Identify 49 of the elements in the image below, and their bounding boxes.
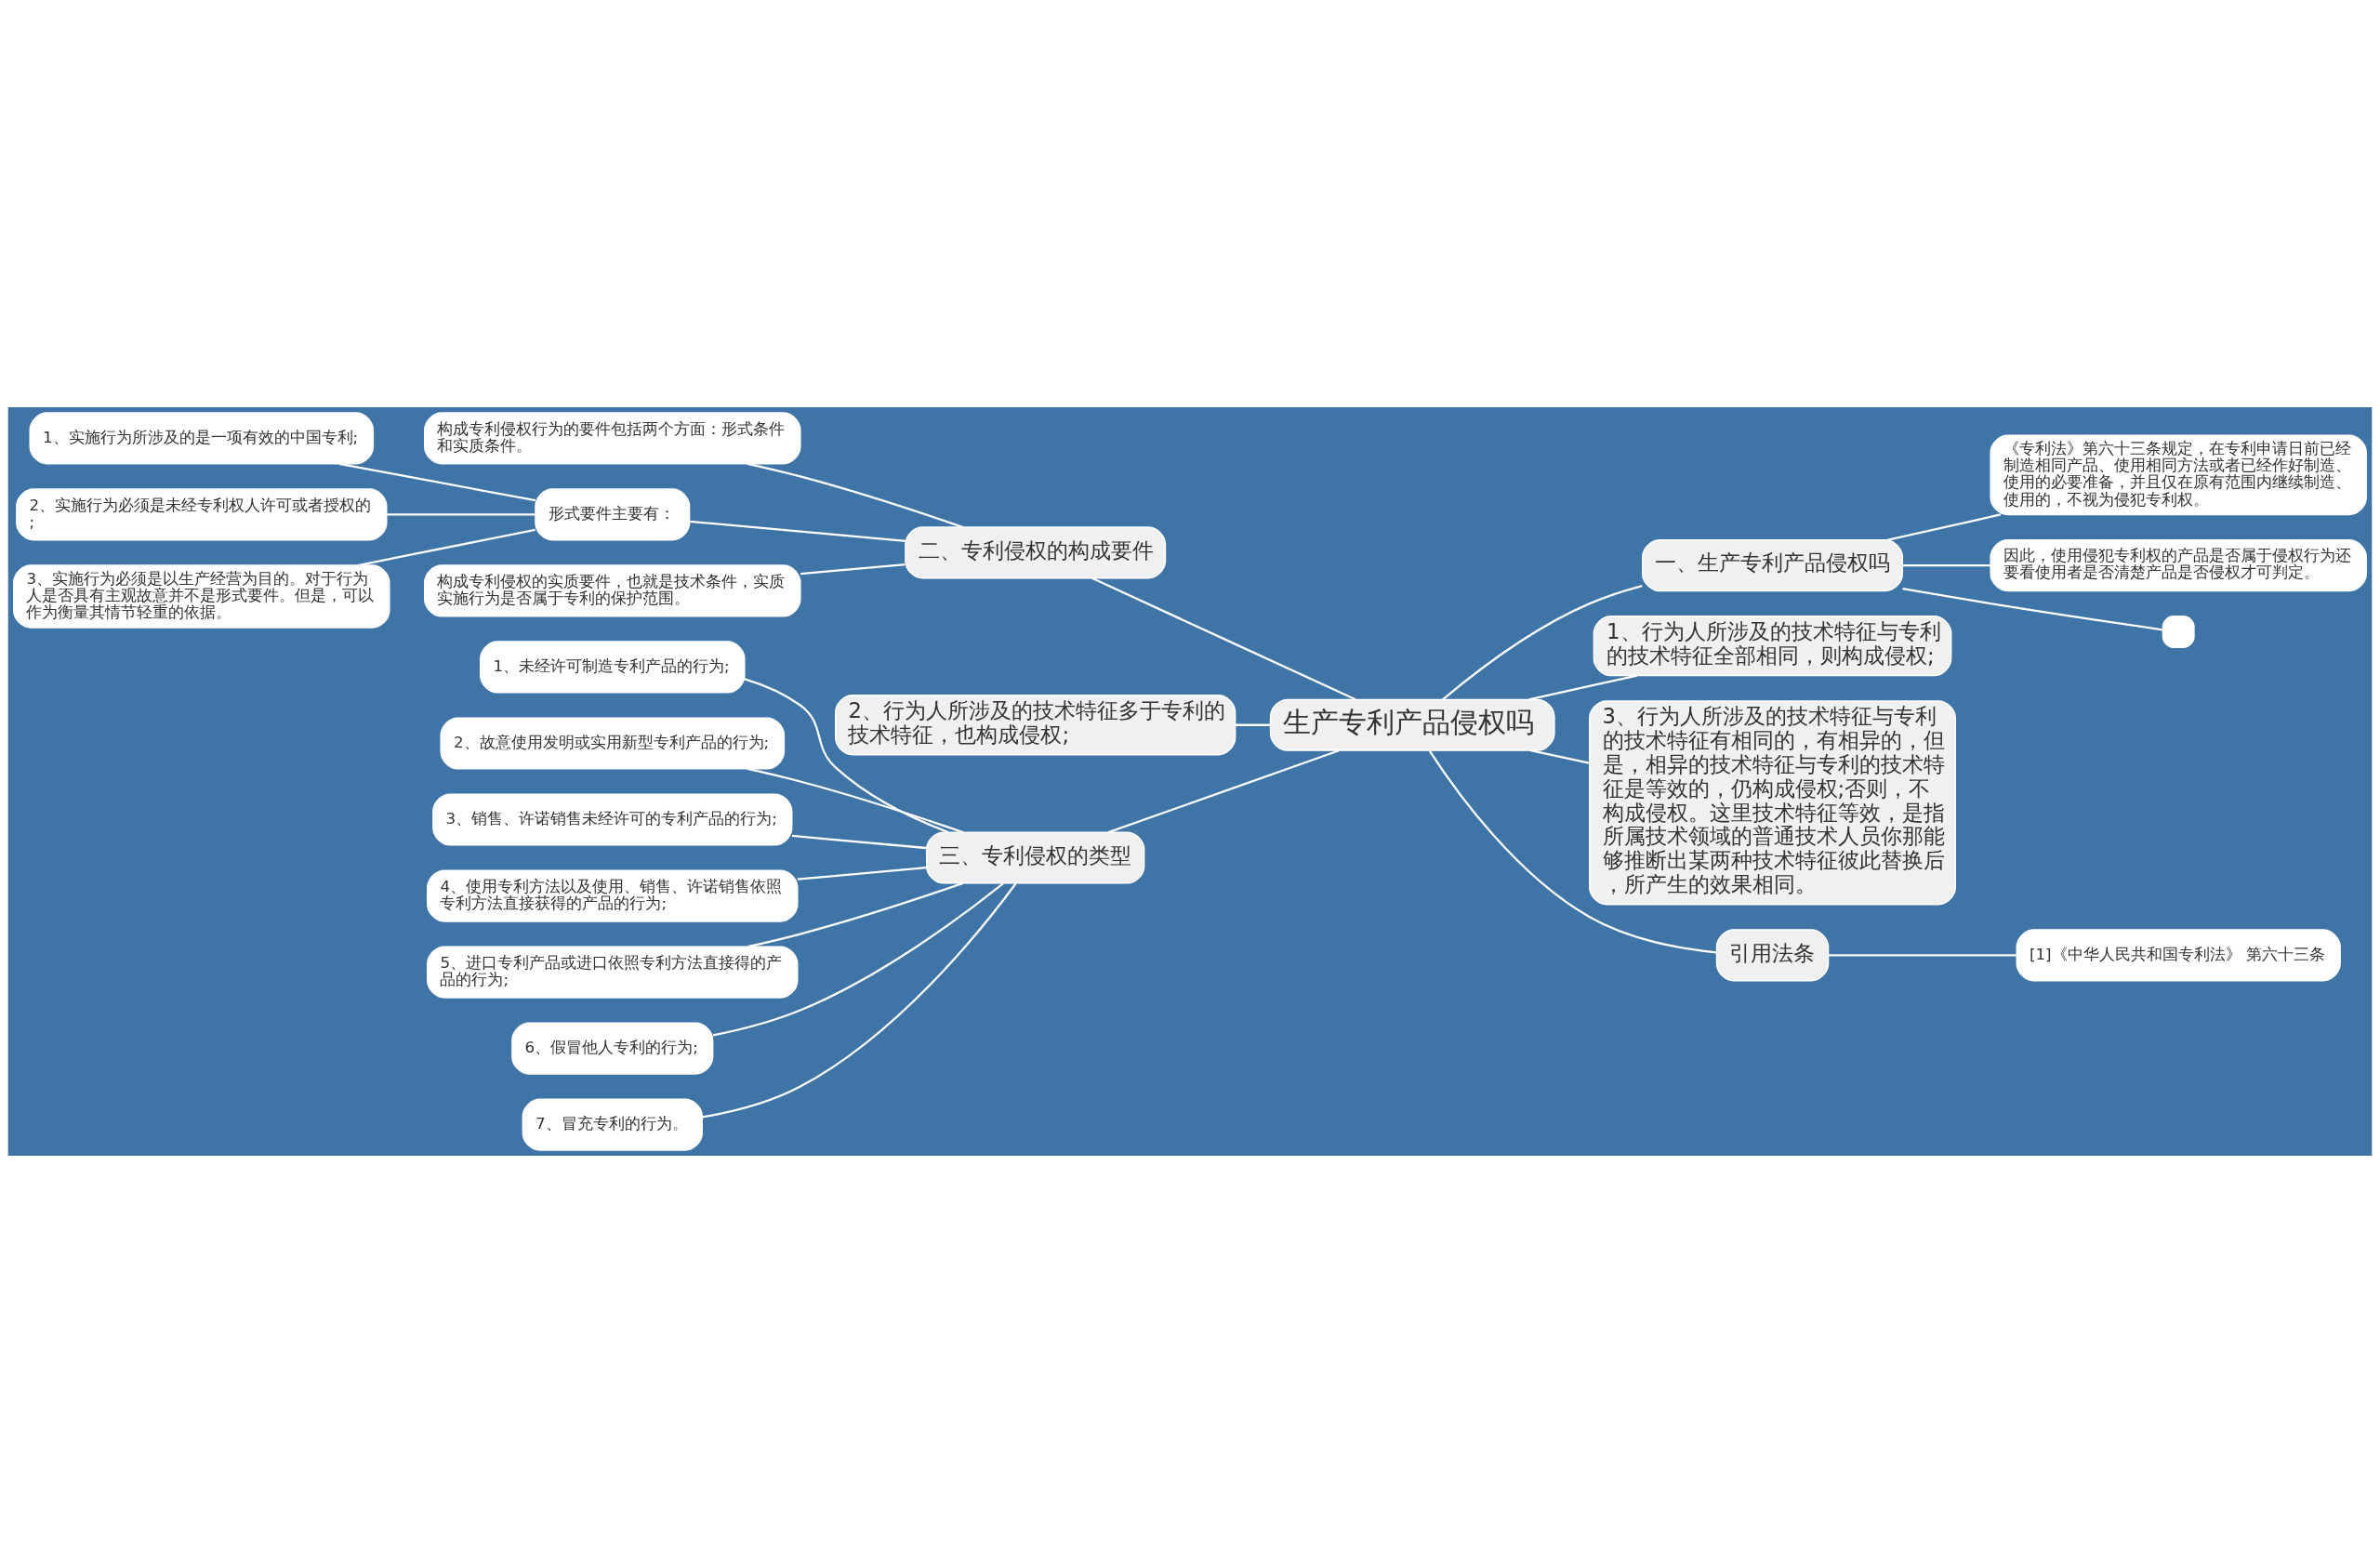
connector bbox=[744, 678, 949, 834]
node-box: 构成专利侵权行为的要件包括两个方面：形式条件和实质条件。 bbox=[424, 412, 801, 465]
node-box: 1、未经许可制造专利产品的行为; bbox=[480, 641, 746, 694]
node-box: 6、假冒他人专利的行为; bbox=[511, 1022, 714, 1075]
connector bbox=[747, 462, 964, 529]
connector bbox=[1428, 749, 1717, 954]
connector bbox=[1530, 749, 1590, 764]
connector bbox=[689, 520, 906, 543]
connector bbox=[702, 882, 1017, 1119]
node-box: 《专利法》第六十三条规定，在专利申请日前已经制造相同产品、使用相同方法或者已经作好制造、使用的必要准备，并且仅在原有范围内继续制造、使用的，不视为侵犯专利权。 bbox=[1990, 434, 2367, 516]
node-box: 生产专利产品侵权吗 bbox=[1269, 698, 1555, 751]
node-box: 一、生产专利产品侵权吗 bbox=[1642, 539, 1904, 592]
node-box: 形式要件主要有： bbox=[535, 488, 691, 541]
node-box: 7、冒充专利的行为。 bbox=[522, 1098, 703, 1151]
node-box: 1、行为人所涉及的技术特征与专利的技术特征全部相同，则构成侵权; bbox=[1593, 616, 1952, 677]
node-box: 3、实施行为必须是以生产经营为目的。对于行为人是否具有主观故意并不是形式要件。但是，可以作为衡量其情节轻重的依据。 bbox=[13, 564, 390, 629]
node-box: 二、专利侵权的构成要件 bbox=[905, 526, 1167, 579]
connector bbox=[797, 866, 927, 881]
connector bbox=[747, 767, 964, 834]
connector bbox=[1528, 674, 1638, 701]
node-box bbox=[2162, 616, 2195, 648]
node-box: [1]《中华人民共和国专利法》 第六十三条 bbox=[2016, 929, 2341, 982]
node-box: 三、专利侵权的类型 bbox=[925, 831, 1145, 884]
connector bbox=[712, 882, 1004, 1037]
connector bbox=[747, 881, 964, 948]
connector bbox=[791, 834, 927, 850]
connector bbox=[1442, 584, 1643, 701]
connector bbox=[1107, 749, 1340, 834]
node-box: 引用法条 bbox=[1715, 929, 1830, 982]
connector bbox=[1902, 563, 1990, 567]
connector bbox=[357, 528, 536, 567]
connector bbox=[1091, 576, 1356, 701]
node-box: 3、行为人所涉及的技术特征与专利的技术特征有相同的，有相异的，但是，相异的技术特征与专利的技术特征是等效的，仍构成侵权;否则，不构成侵权。这里技术特征等效，是指所属技术领域的普通技术人员你那能够推断出某两种技术特征彼此替换后，所产生的效果相同。 bbox=[1589, 700, 1956, 906]
node-box: 构成专利侵权的实质要件，也就是技术条件，实质实施行为是否属于专利的保护范围。 bbox=[424, 564, 801, 617]
node-box: 5、进口专利产品或进口依照专利方法直接得的产品的行为; bbox=[427, 946, 799, 999]
connector bbox=[1828, 954, 2017, 957]
node-box: 2、实施行为必须是未经专利权人许可或者授权的; bbox=[16, 488, 388, 541]
node-box: 2、行为人所涉及的技术特征多于专利的技术特征，也构成侵权; bbox=[835, 695, 1236, 756]
node-box: 2、故意使用发明或实用新型专利产品的行为; bbox=[440, 717, 786, 770]
node-box: 4、使用专利方法以及使用、销售、许诺销售依照专利方法直接获得的产品的行为; bbox=[427, 869, 799, 922]
node-box: 因此，使用侵犯专利权的产品是否属于侵权行为还要看使用者是否清楚产品是否侵权才可判定。 bbox=[1990, 539, 2367, 592]
node-box: 3、销售、许诺销售未经许可的专利产品的行为; bbox=[432, 793, 793, 846]
node-box: 1、实施行为所涉及的是一项有效的中国专利; bbox=[29, 412, 375, 465]
connector bbox=[338, 462, 536, 502]
connector bbox=[386, 513, 536, 516]
connector bbox=[800, 563, 906, 576]
connector bbox=[1902, 587, 2163, 631]
connector bbox=[1235, 723, 1271, 726]
connector bbox=[1887, 513, 2002, 541]
